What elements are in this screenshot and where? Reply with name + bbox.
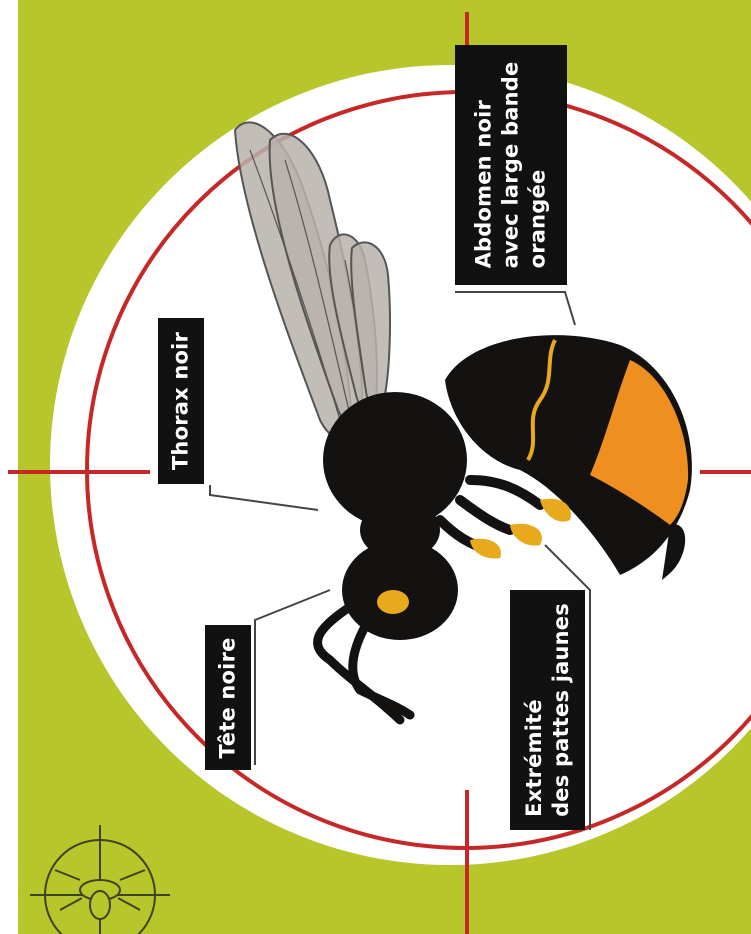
thorax-label-text: Thorax noir [168,332,195,470]
abdomen-label-text: Abdomen noir avec large bande orangée [471,62,552,269]
label-abdomen: Abdomen noir avec large bande orangée [455,45,567,285]
label-head: Tête noire [205,625,251,770]
label-thorax: Thorax noir [158,318,204,484]
wasp-target-icon [30,825,170,934]
label-legs: Extrémité des pattes jaunes [510,590,585,830]
hornet-eye [377,590,409,614]
legs-label-text: Extrémité des pattes jaunes [521,603,575,817]
head-label-text: Tête noire [215,637,242,758]
